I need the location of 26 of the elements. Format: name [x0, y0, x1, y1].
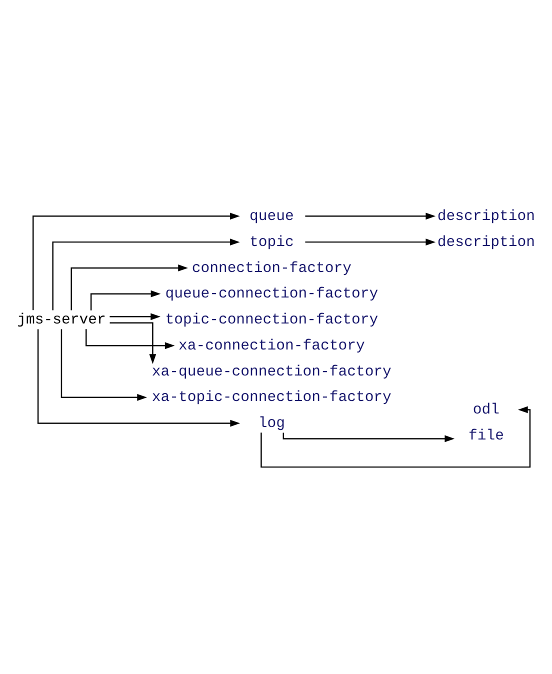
node-text: xa-queue-connection-factory — [152, 364, 392, 380]
node-text: topic-connection-factory — [165, 312, 378, 329]
node-text: log — [258, 416, 285, 432]
arrow — [305, 212, 436, 220]
node-text: jms-server — [17, 312, 106, 329]
arrow — [32, 212, 240, 310]
arrow — [110, 313, 161, 320]
node-text: odl — [472, 402, 500, 419]
node-text: queue — [250, 209, 294, 225]
node-text: topic — [250, 234, 294, 251]
arrow — [70, 264, 188, 310]
arrow — [110, 322, 156, 364]
arrow — [260, 406, 531, 468]
arrow — [37, 329, 240, 427]
node-text: xa-connection-factory — [178, 338, 365, 354]
arrow — [90, 290, 161, 310]
node-text: xa-topic-connection-factory — [152, 390, 392, 406]
node-text: queue-connection-factory — [165, 286, 378, 303]
node-text: description — [437, 209, 535, 225]
node-text: connection-factory — [192, 260, 352, 277]
arrow — [305, 238, 436, 246]
arrow — [86, 329, 175, 350]
arrow — [60, 329, 148, 401]
node-text: file — [468, 428, 504, 444]
node-text: description — [437, 234, 535, 251]
arrow — [52, 238, 240, 310]
